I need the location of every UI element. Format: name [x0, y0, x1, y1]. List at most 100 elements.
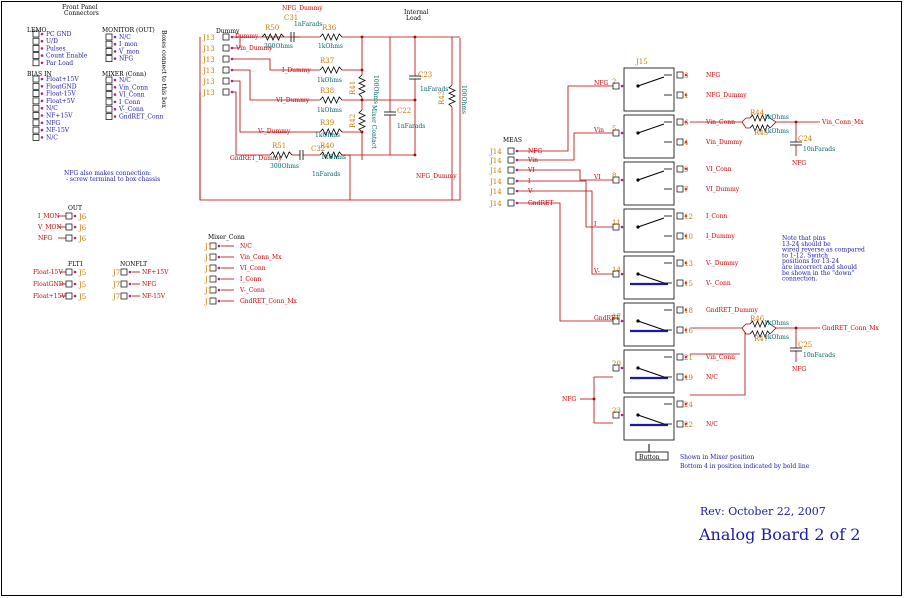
revision-text: Rev: October 22, 2007	[700, 505, 826, 518]
meas-pin-ref: J14	[489, 157, 502, 165]
meas-pin-ref: J14	[489, 178, 502, 186]
pin-dot	[128, 294, 132, 298]
switch-bot-pin-number: 16	[684, 327, 693, 335]
r37-ref: R37	[320, 57, 334, 65]
switch-in-pin-number: 5	[612, 125, 616, 133]
switch-top-pin	[676, 400, 684, 408]
pin-dot	[217, 288, 221, 292]
resistor-symbol	[319, 33, 343, 41]
switch-bot-pin	[676, 326, 684, 334]
pin-dot	[620, 225, 624, 229]
mixconn-ref: J1	[204, 265, 212, 273]
r50-ref: R50	[265, 24, 279, 32]
mixer-pin	[105, 113, 113, 120]
monitor-item: NFG	[119, 56, 133, 63]
pin-dot	[684, 234, 688, 238]
net-gndret-dummy: GndRET_Dummy	[230, 155, 282, 162]
pin-dot	[230, 79, 234, 83]
pin-dot	[515, 189, 519, 193]
front-panel-subtitle: Connectors	[64, 10, 99, 17]
flt-pin	[65, 280, 73, 288]
nfg-note-line1: NFG also makes connection:	[64, 170, 151, 177]
meas-pin	[507, 156, 515, 164]
r43-ref: R43	[438, 91, 446, 105]
resistor-symbol	[749, 113, 771, 123]
switch-in-pin-number: 2	[612, 78, 616, 86]
wire-layer	[58, 36, 820, 424]
switch-in-pin	[612, 270, 620, 278]
out-net-label: I_MON	[38, 213, 60, 220]
pin-dot	[113, 35, 117, 39]
dummy-pin	[222, 66, 230, 74]
dummy-pin-ref: J13	[202, 67, 215, 75]
switch-top-pin-number: 6	[684, 119, 689, 127]
wire	[232, 91, 270, 156]
nonflt-ref: J7	[112, 269, 120, 277]
pin-dot	[684, 167, 688, 171]
lemo-pin	[32, 37, 40, 45]
switch-blade	[637, 170, 665, 181]
junction-dot	[413, 153, 417, 157]
meas-to-switch-wire	[517, 202, 613, 322]
out-pin	[65, 212, 73, 220]
monitor-pin	[105, 33, 113, 41]
dummy-pin	[222, 44, 230, 52]
filter-r1-ref: R44	[750, 109, 765, 117]
mixconn-pin	[209, 242, 217, 250]
lemo-item: Par Load	[46, 60, 73, 67]
switch-bot-pin	[676, 138, 684, 146]
junction-dot	[413, 35, 417, 39]
out-ref: J6	[78, 224, 87, 232]
note-line: wired reverse as compared	[782, 247, 865, 254]
switch-box	[623, 161, 675, 206]
pin-dot	[40, 106, 44, 110]
switch-blade	[637, 320, 665, 331]
switch-pivot	[636, 413, 640, 417]
r38-value: 1kOhms	[317, 107, 342, 114]
meas-pin	[507, 177, 515, 185]
switch-box	[623, 67, 675, 112]
pin-dot	[217, 266, 221, 270]
pin-dot	[40, 39, 44, 43]
monitor-item: N/C	[119, 34, 131, 41]
switch-pivot	[636, 225, 640, 229]
switch-blade	[637, 367, 665, 378]
mixconn-net-label: GndRET_Conn_Mx	[240, 298, 297, 305]
pin-dot	[40, 99, 44, 103]
junction-dot	[360, 98, 364, 102]
pin-dot	[684, 187, 688, 191]
switch-in-pin	[612, 317, 620, 325]
flt-ref: J5	[78, 269, 86, 277]
pin-dot	[217, 277, 221, 281]
switch-in-pin	[612, 364, 620, 372]
switch-top-pin-number: 12	[684, 213, 693, 221]
mixer-conn-title: MIXER (Conn)	[102, 71, 146, 78]
pin-dot	[73, 225, 77, 229]
switch-bot-pin-number: 7	[684, 186, 688, 194]
pin-dot	[73, 214, 77, 218]
note-line: connection.	[782, 276, 817, 283]
junction-dot	[360, 35, 364, 39]
r42-ref: R42	[349, 114, 357, 128]
mixer-item: I_Conn	[119, 99, 140, 106]
switch-top-pin	[676, 118, 684, 126]
c22-ref: C22	[397, 107, 411, 115]
pin-dot	[113, 93, 117, 96]
switch-top-pin-number: 3	[684, 72, 688, 80]
filter-r1-ref: R46	[750, 315, 765, 323]
flt-net-label: FloatGND	[33, 281, 64, 288]
r50-value: 300Ohms	[264, 43, 293, 50]
resistor-symbol	[319, 128, 343, 136]
pin-dot	[515, 179, 519, 183]
mixconn-pin	[209, 275, 217, 283]
nfg-dummy-bottom: NFG_Dummy	[416, 173, 457, 180]
meas-to-switch-wire	[517, 85, 613, 152]
switch-top-pin	[676, 165, 684, 173]
monitor-item: V_mon	[118, 48, 140, 55]
switch-in-pin	[612, 411, 620, 419]
pin-dot	[684, 402, 688, 406]
pin-dot	[40, 61, 44, 65]
nonflt-pin	[120, 268, 128, 276]
pin-dot	[113, 57, 117, 60]
note-line: Note that pins	[782, 235, 826, 242]
